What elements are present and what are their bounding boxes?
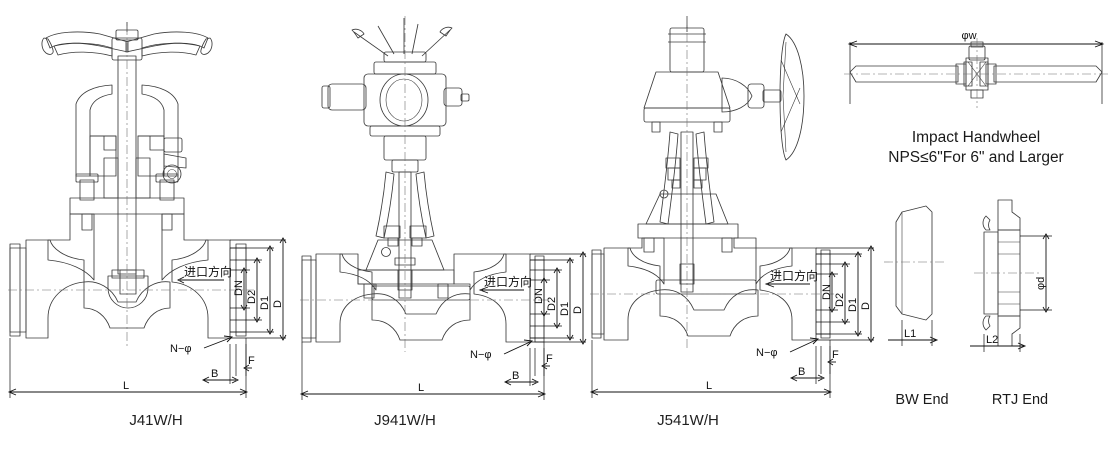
flow-direction-label: 进口方向 <box>770 268 818 283</box>
dim-dn: DN <box>821 284 833 300</box>
valve-label-j541wh: J541W/H <box>657 412 719 429</box>
dim-b: B <box>211 368 218 380</box>
rtj-end-figure: φd L2 <box>960 196 1090 356</box>
valve-body <box>590 16 834 348</box>
dim-d: D <box>272 300 284 308</box>
dim-f: F <box>546 353 553 365</box>
dim-d2: D2 <box>546 297 558 311</box>
dim-phi-d: φd <box>1035 277 1047 290</box>
dim-f: F <box>832 349 839 361</box>
handwheel <box>41 22 213 61</box>
dimension-set: DN D2 D1 D 进口方向 N−φ <box>589 245 875 398</box>
bonnet-yoke <box>75 84 187 199</box>
bonnet <box>637 193 739 253</box>
impact-handwheel-figure: φw <box>838 18 1114 118</box>
valve-disc <box>655 279 757 295</box>
dim-dn: DN <box>233 280 245 296</box>
dim-f: F <box>248 355 255 367</box>
rtj-end-label: RTJ End <box>992 392 1048 408</box>
valve-label-j941wh-wrap: J941W/H <box>300 405 600 435</box>
bevel-gear-operator <box>643 16 805 161</box>
valve-disc <box>107 275 149 309</box>
packing-gland <box>659 157 709 199</box>
impact-handwheel-note-line1: Impact Handwheel <box>912 129 1040 146</box>
valve-label-j541wh-wrap: J541W/H <box>590 405 890 435</box>
dim-d1: D1 <box>847 298 859 312</box>
flow-direction-label: 进口方向 <box>484 274 532 289</box>
valve-label-j941wh: J941W/H <box>374 412 436 429</box>
valve-label-j41wh-wrap: J41W/H <box>8 405 308 435</box>
dim-l: L <box>706 380 712 392</box>
valve-disc <box>371 285 471 301</box>
dim-bolt-note: N−φ <box>470 349 492 361</box>
packing-gland <box>381 225 427 266</box>
dim-b: B <box>512 370 519 382</box>
dim-d2: D2 <box>246 290 258 304</box>
dim-d: D <box>572 306 584 314</box>
dim-dn: DN <box>533 288 545 304</box>
dim-bolt-note: N−φ <box>756 347 778 359</box>
dim-bolt-note: N−φ <box>170 343 192 355</box>
dim-d1: D1 <box>259 296 271 310</box>
dim-b: B <box>798 366 805 378</box>
dim-l2: L2 <box>986 334 998 346</box>
dim-phi-w: φw <box>961 30 976 42</box>
impact-handwheel-note-line2: NPS≤6"For 6" and Larger <box>888 149 1063 166</box>
dim-l1: L1 <box>904 328 916 340</box>
bw-end-figure: L1 <box>880 196 990 356</box>
valve-figure-j41wh: DN D2 D1 D 进口方向 <box>7 8 308 408</box>
flow-direction-label: 进口方向 <box>184 264 232 279</box>
valve-figure-j541wh: DN D2 D1 D 进口方向 N−φ <box>589 8 890 408</box>
bw-end-label: BW End <box>895 392 948 408</box>
dim-l: L <box>418 382 424 394</box>
valve-label-j41wh: J41W/H <box>129 412 182 429</box>
valve-body <box>8 26 254 348</box>
dim-d2: D2 <box>834 293 846 307</box>
valve-figure-j941wh: DN D2 D1 D 进口方向 N−φ <box>299 8 600 408</box>
dimension-set: DN D2 D1 D 进口方向 N−φ <box>299 251 587 400</box>
dim-d: D <box>860 302 872 310</box>
valve-body <box>300 16 548 352</box>
dim-l: L <box>123 380 129 392</box>
dim-d1: D1 <box>559 302 571 316</box>
electric-actuator <box>321 18 470 173</box>
end-labels: BW End RTJ End <box>878 384 1108 414</box>
impact-handwheel-note: Impact Handwheel NPS≤6"For 6" and Larger <box>838 126 1114 174</box>
dimension-set: DN D2 D1 D 进口方向 <box>7 237 287 398</box>
